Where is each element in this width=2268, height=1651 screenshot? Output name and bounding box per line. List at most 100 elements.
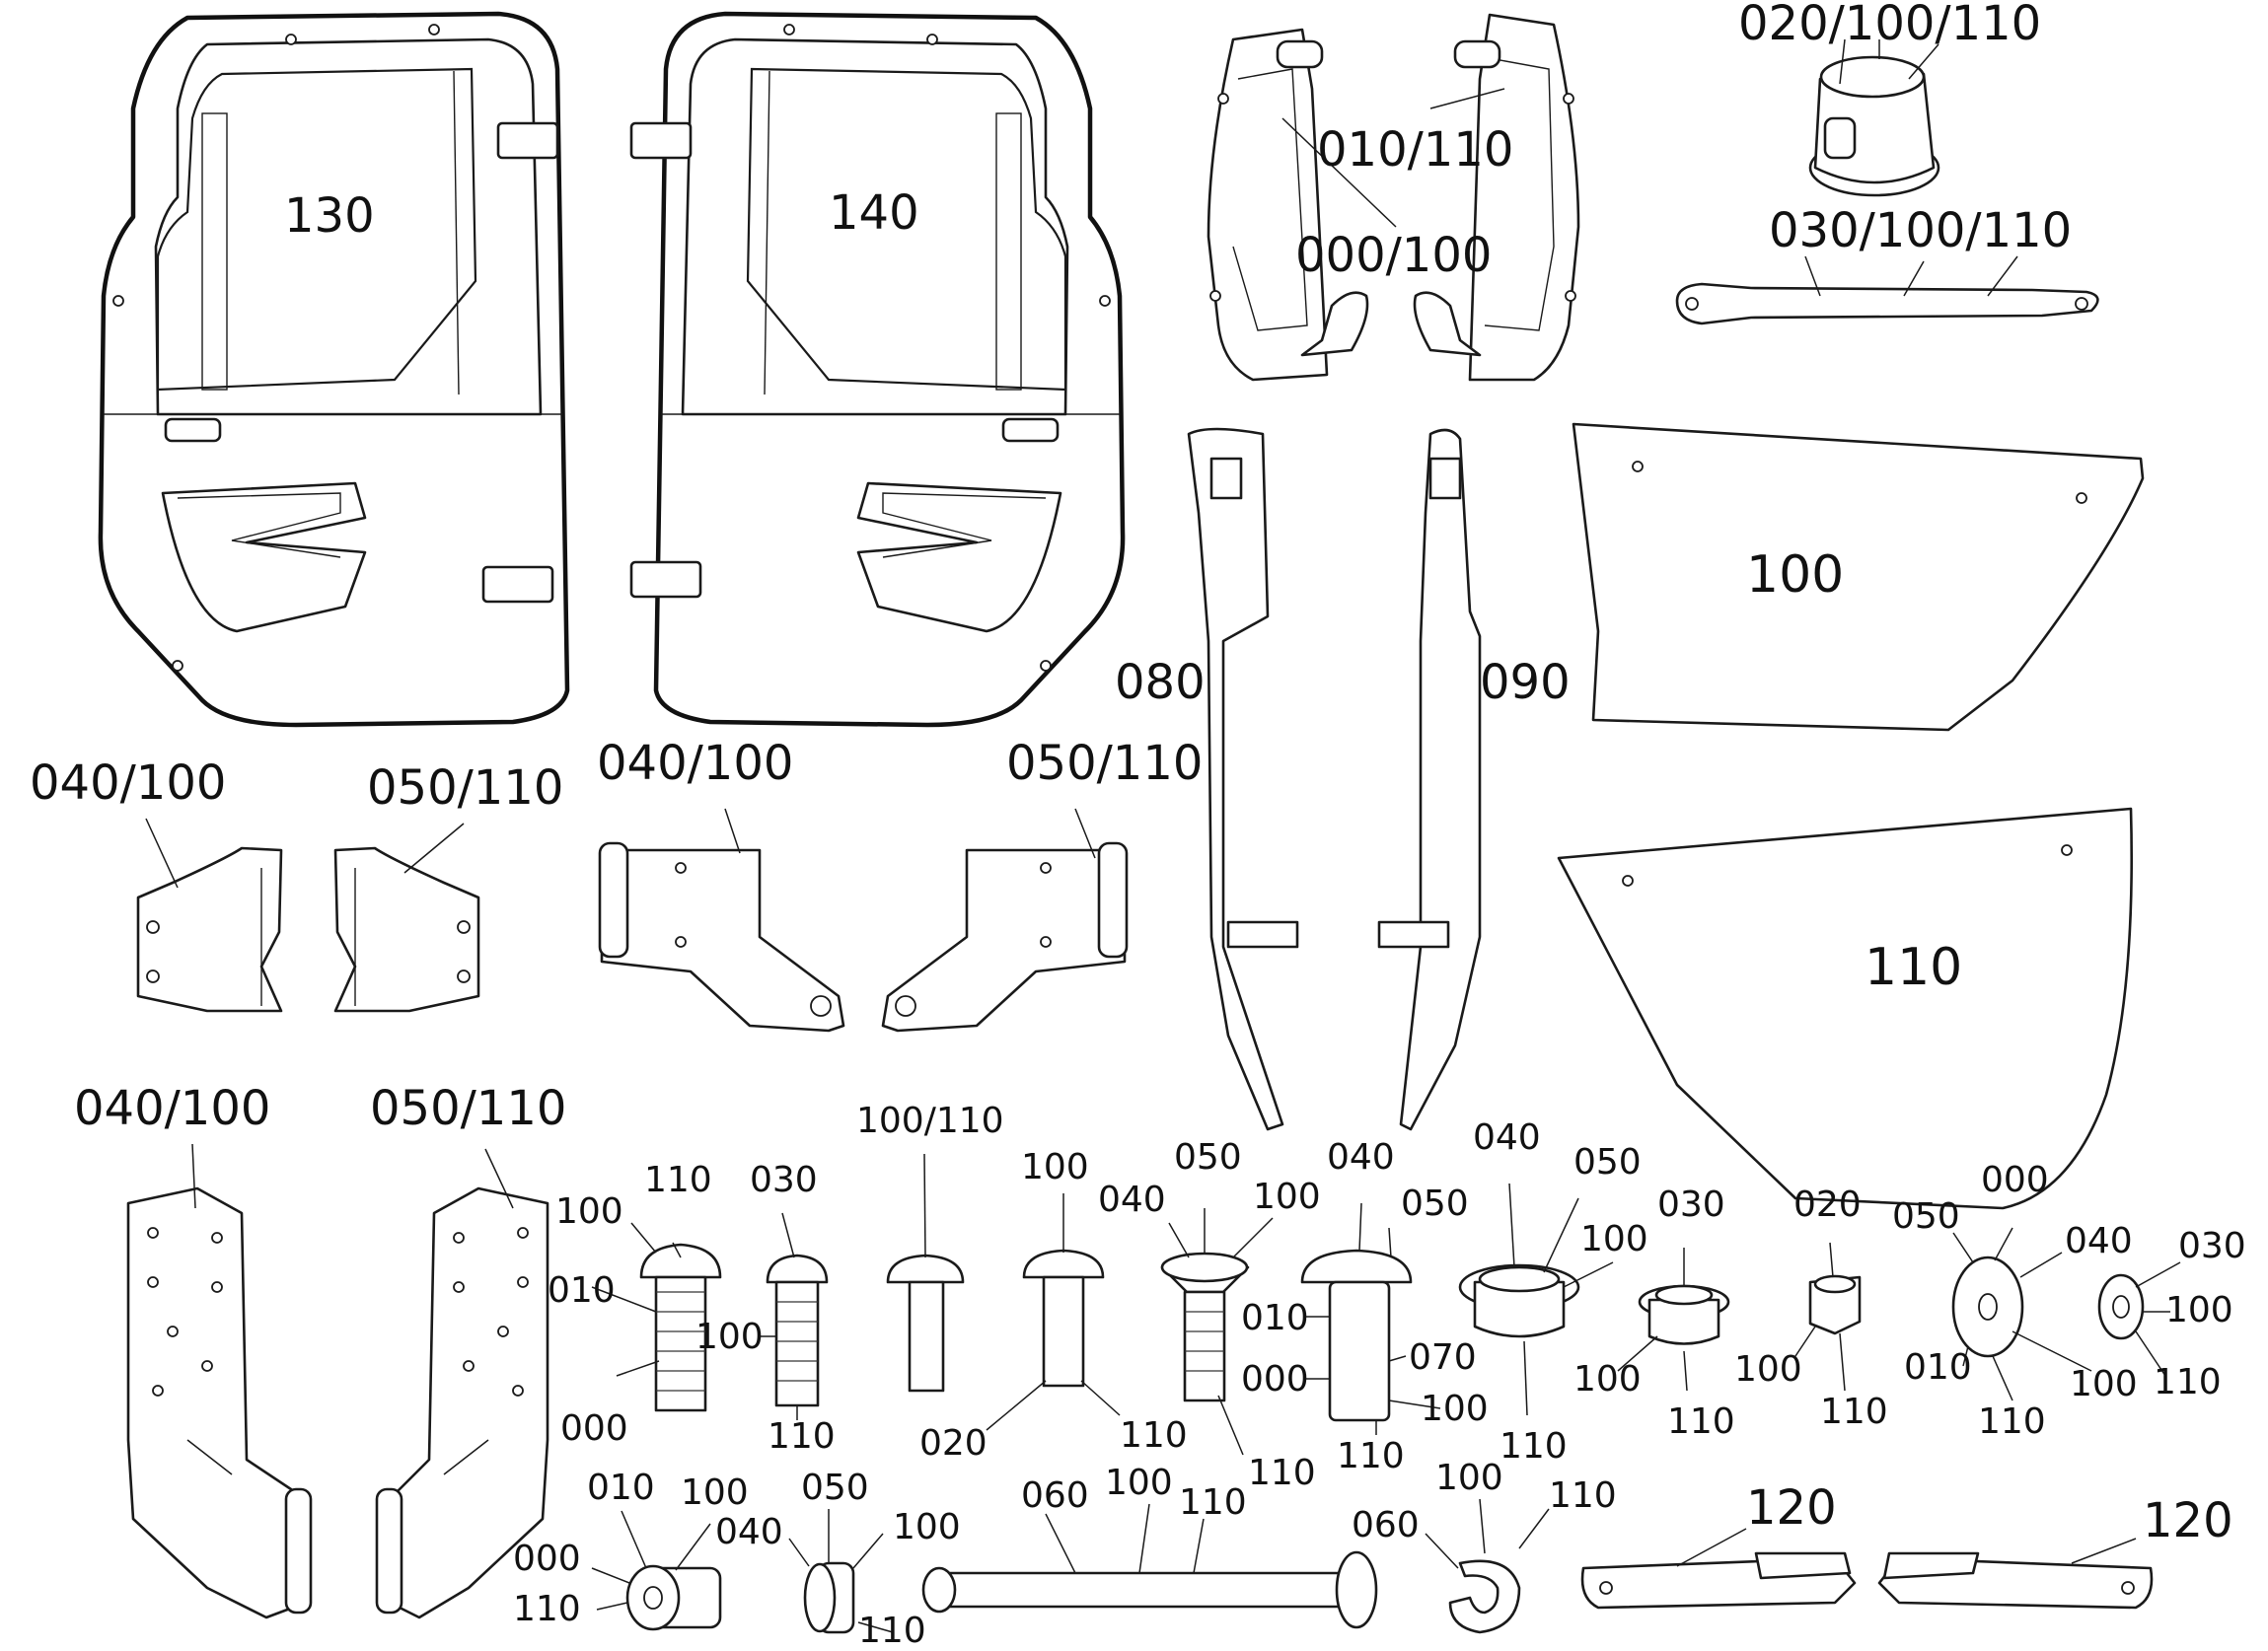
label-washer1-e: 100 — [2070, 1364, 2138, 1404]
label-spacer2-b: 040 — [715, 1512, 783, 1552]
part-labels: 130 140 010/110 000/100 020/100/110 030/… — [30, 0, 2246, 1651]
door-right — [629, 11, 1126, 728]
label-bolt1-c: 010 — [548, 1270, 616, 1311]
label-nut1-a: 040 — [1473, 1117, 1541, 1158]
label-nut1-b: 050 — [1573, 1142, 1642, 1183]
bracket-a-left — [136, 846, 283, 1013]
label-axle-c: 110 — [1179, 1482, 1247, 1523]
label-pin-a: 040 — [1327, 1137, 1395, 1178]
bushing-top — [1808, 55, 1940, 197]
label-bracket-a-left: 040/100 — [30, 755, 226, 811]
label-bolt1-a: 110 — [644, 1160, 712, 1200]
label-washer2-b: 100 — [2165, 1290, 2233, 1330]
label-spacer2-a: 050 — [801, 1468, 869, 1508]
label-bolt4-b: 020 — [919, 1423, 988, 1464]
latch-left — [1580, 1551, 1857, 1610]
label-bolt1-b: 100 — [555, 1191, 623, 1232]
label-bracket-c-left: 040/100 — [74, 1081, 270, 1136]
label-nut3-a: 020 — [1793, 1184, 1862, 1225]
label-pin-g: 110 — [1337, 1436, 1405, 1476]
latch-right — [1877, 1551, 2154, 1610]
washer-2 — [2097, 1273, 2145, 1340]
bolt-4 — [1022, 1249, 1105, 1388]
label-spacer1-d: 110 — [513, 1589, 581, 1629]
label-spacer1-a: 010 — [587, 1468, 655, 1508]
label-spacer1-b: 100 — [681, 1472, 749, 1513]
leader-lines — [145, 38, 2181, 1633]
axle — [921, 1550, 1378, 1629]
label-bolt5-d: 110 — [1248, 1453, 1316, 1493]
label-latch-left: 120 — [1746, 1480, 1837, 1536]
label-axle-a: 060 — [1021, 1475, 1089, 1516]
bolt-1 — [639, 1243, 722, 1412]
flange-nut-2 — [1638, 1284, 1730, 1345]
label-washer1-d: 010 — [1904, 1347, 1972, 1388]
label-bolt4-c: 110 — [1120, 1415, 1188, 1456]
label-nut1-d: 110 — [1500, 1426, 1568, 1467]
label-strap-right: 090 — [1480, 655, 1571, 710]
label-door-right: 140 — [829, 185, 919, 241]
label-nut3-b: 100 — [1734, 1349, 1802, 1390]
label-washer1-b: 000 — [1981, 1160, 2049, 1200]
label-bolt5-b: 040 — [1098, 1180, 1166, 1220]
label-latch-right: 120 — [2143, 1493, 2233, 1548]
label-clip-c: 110 — [1549, 1475, 1617, 1516]
label-bracket-b-right: 050/110 — [1006, 736, 1203, 791]
label-bolt2-c: 110 — [768, 1416, 836, 1457]
bolt-3 — [886, 1254, 965, 1393]
label-panel-lower: 110 — [1865, 938, 1962, 997]
label-bolt4-a: 100 — [1021, 1147, 1089, 1187]
bracket-c-right — [375, 1186, 549, 1619]
label-clip-a: 060 — [1352, 1505, 1420, 1545]
panel-lower — [1557, 807, 2133, 1210]
panel-upper — [1572, 422, 2145, 732]
label-axle-b: 100 — [1105, 1463, 1173, 1503]
label-pin-e: 070 — [1409, 1337, 1477, 1378]
label-bolt2-a: 030 — [750, 1160, 818, 1200]
label-pin-f: 100 — [1421, 1389, 1489, 1429]
label-door-left: 130 — [284, 188, 375, 244]
label-spacer2-c: 100 — [893, 1507, 961, 1547]
rod-top — [1675, 282, 2099, 325]
label-spacer1-c: 000 — [513, 1539, 581, 1579]
label-bolt1-d: 000 — [560, 1408, 628, 1449]
label-pin-c: 010 — [1241, 1298, 1309, 1338]
label-rod-top: 030/100/110 — [1769, 203, 2072, 258]
label-panel-upper: 100 — [1746, 545, 1844, 605]
door-left — [98, 11, 570, 728]
strap-right — [1377, 428, 1482, 1131]
label-hinge-top-right: 010/110 — [1317, 122, 1513, 178]
label-pin-d: 000 — [1241, 1359, 1309, 1400]
label-bolt2-b: 100 — [695, 1317, 764, 1357]
label-nut3-c: 110 — [1820, 1392, 1888, 1432]
hinge-feet — [1300, 291, 1482, 357]
label-hinge-top-left: 000/100 — [1295, 228, 1492, 283]
bracket-b-left — [598, 841, 845, 1033]
e-clip — [1448, 1559, 1521, 1634]
label-bracket-b-left: 040/100 — [597, 736, 793, 791]
label-bolt5-c: 100 — [1253, 1177, 1321, 1217]
flange-nut-1 — [1458, 1263, 1580, 1338]
hinge-bracket-left — [1207, 28, 1329, 382]
spacer-1 — [625, 1564, 722, 1631]
hex-nut — [1808, 1274, 1862, 1335]
label-nut2-a: 030 — [1657, 1184, 1725, 1225]
label-washer2-a: 030 — [2178, 1226, 2246, 1266]
label-washer1-f: 110 — [1978, 1401, 2046, 1442]
label-nut1-c: 100 — [1580, 1219, 1648, 1259]
pin — [1300, 1249, 1413, 1422]
label-nut2-c: 110 — [1667, 1401, 1735, 1442]
label-bolt5-a: 050 — [1174, 1137, 1242, 1178]
washer-1 — [1951, 1256, 2024, 1358]
strap-left — [1187, 427, 1299, 1131]
label-pin-b: 050 — [1401, 1184, 1469, 1224]
label-bolt3-a: 100/110 — [856, 1101, 1004, 1141]
label-bushing-top: 020/100/110 — [1738, 0, 2041, 51]
label-strap-left: 080 — [1115, 655, 1206, 710]
bracket-b-right — [881, 841, 1129, 1033]
bracket-c-left — [126, 1186, 313, 1619]
bolt-2 — [766, 1254, 829, 1407]
label-bracket-a-right: 050/110 — [367, 760, 563, 816]
label-washer1-c: 040 — [2065, 1221, 2133, 1261]
